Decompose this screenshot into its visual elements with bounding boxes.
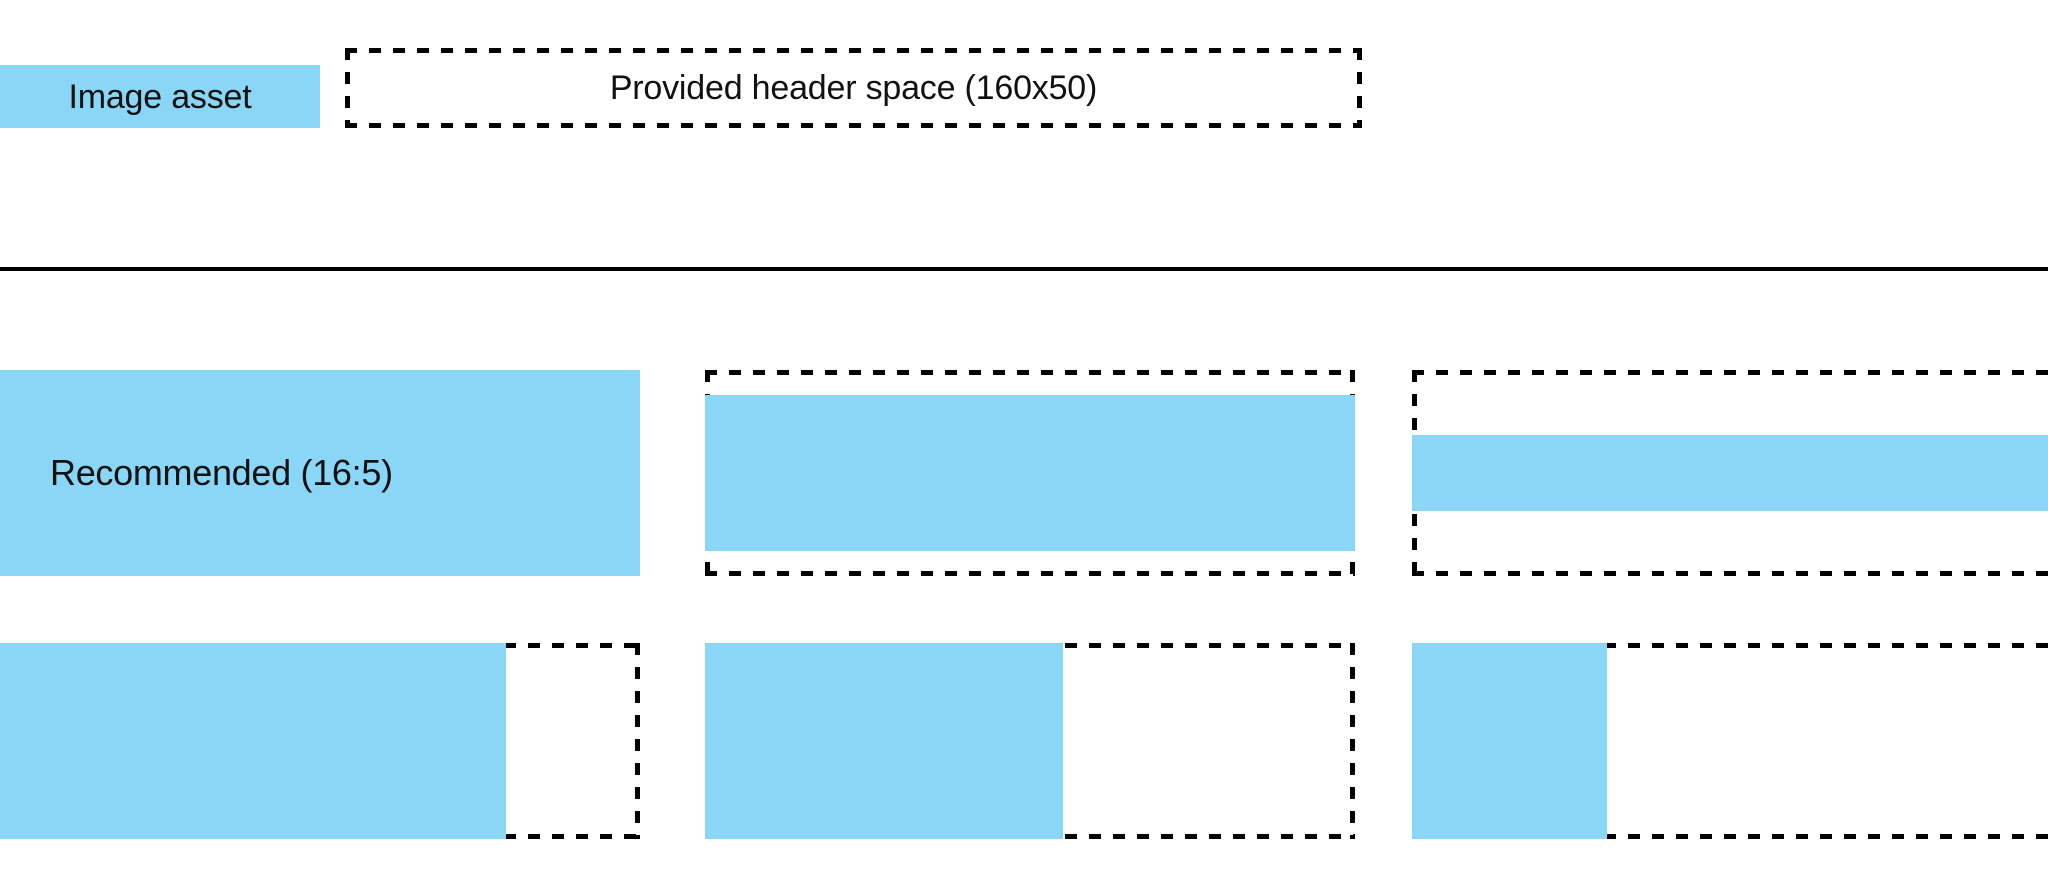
asset-fill-row2-col2 <box>705 643 1063 839</box>
provided-header-space-box: Provided header space (160x50) <box>345 48 1362 128</box>
header-section: Image asset Provided header space (160x5… <box>0 0 2048 267</box>
image-asset-label: Image asset <box>68 77 252 116</box>
recommended-ratio-label: Recommended (16:5) <box>50 452 393 493</box>
asset-fill-row1-col1 <box>0 370 640 576</box>
image-asset-swatch: Image asset <box>0 65 320 128</box>
ratio-example-grid: Recommended (16:5) <box>0 271 2048 896</box>
section-divider <box>0 267 2048 271</box>
ratio-cell-row1-col2 <box>705 370 1355 576</box>
ratio-cell-row2-col3 <box>1412 643 2048 839</box>
asset-fill-row2-col1 <box>0 643 506 839</box>
provided-header-space-label: Provided header space (160x50) <box>609 69 1098 107</box>
asset-fill-row1-col2 <box>705 394 1355 552</box>
ratio-cell-row2-col2 <box>705 643 1355 839</box>
asset-fill-row2-col3 <box>1412 643 1607 839</box>
asset-fill-row1-col3 <box>1412 434 2048 512</box>
ratio-cell-row1-col1: Recommended (16:5) <box>0 370 640 576</box>
ratio-cell-row2-col1 <box>0 643 640 839</box>
ratio-cell-row1-col3 <box>1412 370 2048 576</box>
